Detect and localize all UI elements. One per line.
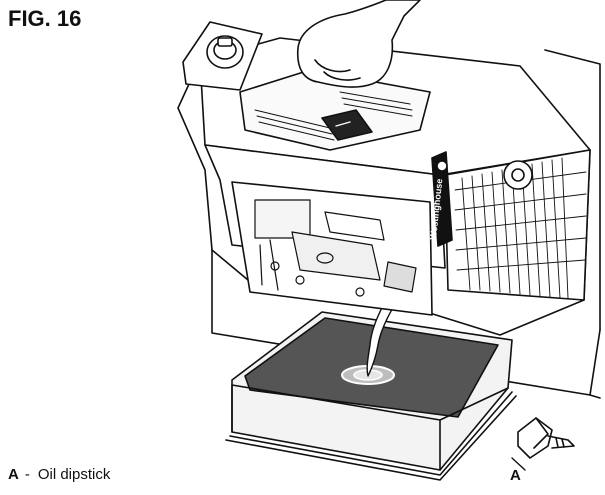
generator-body [177,21,591,336]
legend-text: Oil dipstick [37,466,111,483]
callout-label-a: A [510,467,521,484]
hand [296,0,421,88]
figure-title: FIG. 16 [8,6,82,31]
legend: A-Oil dipstick [8,466,110,483]
oil-dipstick-part [517,417,575,459]
legend-separator: - [24,466,30,483]
drain-pan [225,311,517,481]
legend-key: A [8,466,19,483]
callout-leader-a [511,457,526,471]
